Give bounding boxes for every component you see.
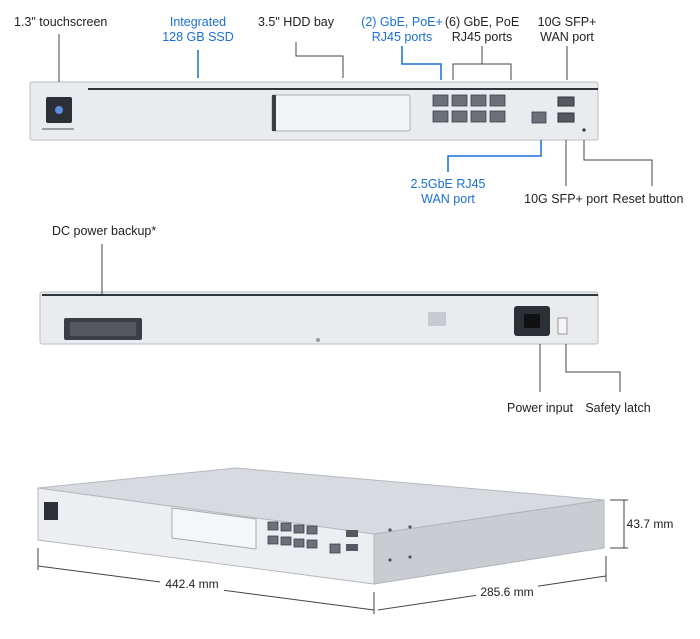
hdd-bay-3d	[171, 507, 257, 550]
hdd-bay-tray	[271, 94, 411, 132]
label-sfp-wan-line1: 10G SFP+	[538, 15, 597, 29]
label-gbe-line2: RJ45 ports	[452, 30, 512, 44]
label-wan25-line2: WAN port	[421, 192, 475, 206]
device-name-plate	[42, 128, 74, 130]
rj45-port	[451, 94, 468, 107]
side-screw	[388, 558, 392, 562]
front-view	[29, 81, 599, 141]
front-leaders	[58, 34, 653, 186]
label-gbe-line1: (6) GbE, PoE	[445, 15, 519, 29]
rj45-port-3d	[293, 538, 305, 548]
width-label-bg	[160, 576, 224, 592]
leader-wan25	[447, 140, 542, 172]
label-dc-backup: DC power backup*	[52, 224, 156, 238]
sfp-wan-port	[557, 96, 575, 107]
rj45-port-3d	[306, 525, 318, 535]
label-power-input: Power input	[507, 401, 574, 415]
leader-reset	[583, 140, 653, 186]
label-ssd-line1: Integrated	[170, 15, 226, 29]
rj45-port	[432, 94, 449, 107]
depth-label-bg	[476, 584, 538, 600]
label-touchscreen: 1.3" touchscreen	[14, 15, 107, 29]
leader-poe	[401, 46, 442, 80]
rj45-ports-3d	[267, 521, 318, 549]
sfp-port-3d	[346, 544, 358, 551]
rear-view	[39, 291, 599, 345]
reset-button	[582, 128, 586, 132]
leader-gbe-a	[452, 46, 483, 80]
wan-port-3d	[329, 543, 341, 554]
leader-gbe-b	[482, 63, 512, 80]
label-wan25-line1: 2.5GbE RJ45	[410, 177, 485, 191]
rj45-port-3d	[306, 539, 318, 549]
dc-backup-pins	[70, 322, 136, 336]
rj45-port-3d	[267, 521, 279, 531]
side-screw	[408, 525, 412, 529]
perspective-view	[37, 467, 605, 585]
wan-2-5g-port	[531, 111, 547, 124]
rj45-port-3d	[293, 524, 305, 534]
rear-panel-chassis	[39, 291, 599, 345]
dimension-width: 442.4 mm	[165, 577, 218, 591]
front-panel-vent	[88, 88, 598, 90]
label-safety-latch: Safety latch	[585, 401, 650, 415]
rj45-port	[451, 110, 468, 123]
label-poe-line2: RJ45 ports	[372, 30, 432, 44]
dimension-depth: 285.6 mm	[480, 585, 533, 599]
regulatory-marks	[428, 312, 446, 326]
label-sfp: 10G SFP+ port	[524, 192, 608, 206]
hdd-bay-handle	[272, 95, 276, 131]
rj45-port	[470, 94, 487, 107]
touchscreen-3d	[44, 502, 58, 520]
label-ssd-line2: 128 GB SSD	[162, 30, 234, 44]
dimension-height: 43.7 mm	[627, 517, 674, 531]
side-screw	[408, 555, 412, 559]
leader-safety-latch	[565, 344, 621, 392]
rj45-port	[470, 110, 487, 123]
rj45-port	[432, 110, 449, 123]
rj45-port-group	[432, 94, 506, 123]
leader-hdd	[295, 42, 344, 78]
label-hdd: 3.5" HDD bay	[258, 15, 335, 29]
rj45-port	[489, 110, 506, 123]
sfp-port-3d	[346, 530, 358, 537]
rj45-port-3d	[280, 522, 292, 532]
safety-latch	[557, 317, 568, 335]
label-reset: Reset button	[613, 192, 684, 206]
side-screw	[388, 528, 392, 532]
touchscreen-logo-icon	[55, 106, 63, 114]
rj45-port-3d	[267, 535, 279, 545]
power-inlet-socket	[524, 314, 540, 328]
rj45-port	[489, 94, 506, 107]
label-sfp-wan-line2: WAN port	[540, 30, 594, 44]
rear-panel-vent	[42, 294, 598, 296]
rear-screw	[316, 338, 320, 342]
rj45-port-3d	[280, 536, 292, 546]
label-poe-line1: (2) GbE, PoE+	[361, 15, 443, 29]
sfp-port	[557, 112, 575, 123]
